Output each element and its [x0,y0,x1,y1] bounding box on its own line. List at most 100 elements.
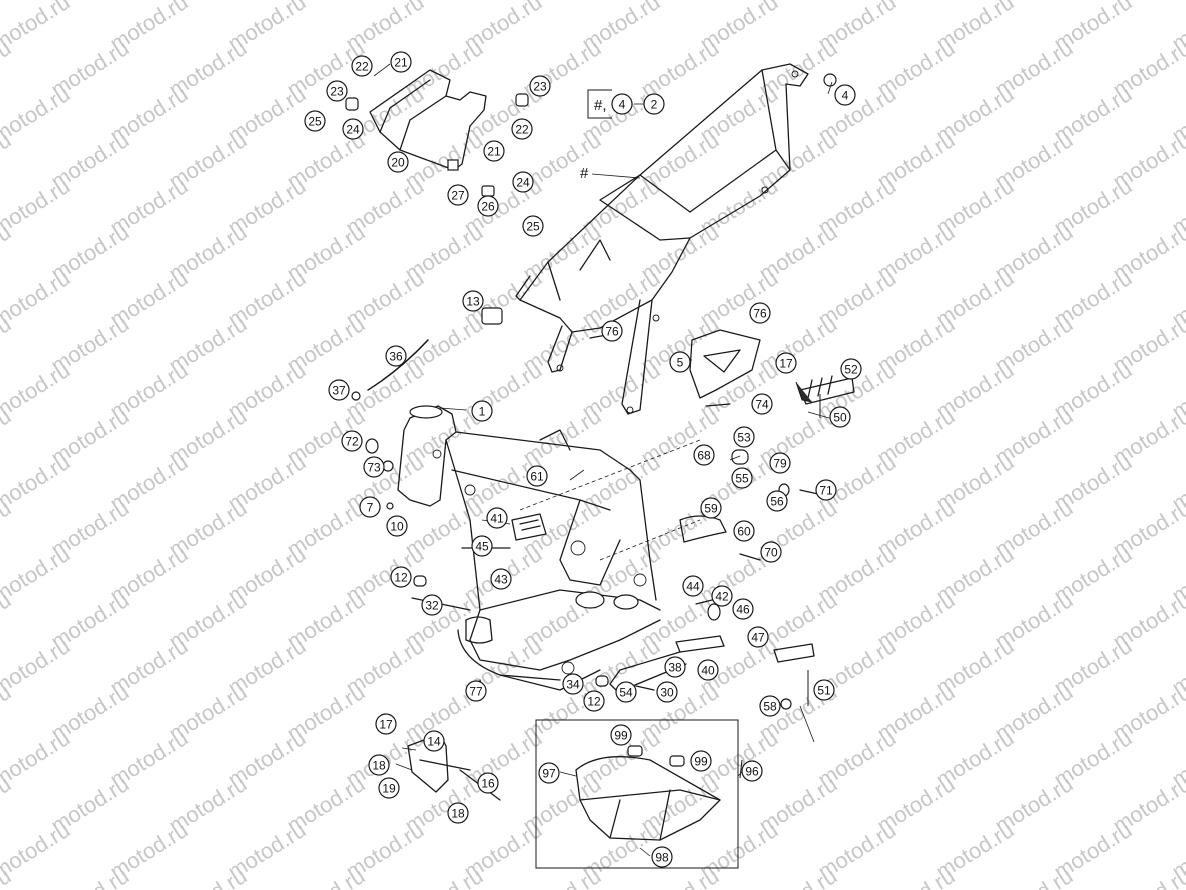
callout-circle [656,681,678,703]
callout-number: 22 [355,60,369,74]
callout-52: 52 [840,358,862,380]
callout-number: 25 [526,220,540,234]
callout-circle [669,351,691,373]
callout-circle [697,659,719,681]
callout-14: 14 [423,730,445,752]
callout-number: 21 [394,56,408,70]
callout-circle [512,171,534,193]
callout-circle [751,393,773,415]
callout-circle [511,118,533,140]
callout-61: 61 [526,465,548,487]
callout-circle [682,575,704,597]
watermark-text: motod.ru [46,863,133,890]
callout-circle [465,680,487,702]
watermark-text: motod.ru [282,863,369,890]
callout-number: 12 [587,695,601,709]
callout-number: 59 [704,502,718,516]
watermark-text: motod.ru [636,863,723,890]
callout-number: 99 [614,729,628,743]
callout-circle [700,497,722,519]
callout-number: 13 [466,295,480,309]
callout-38: 38 [664,656,686,678]
callout-number: 23 [533,80,547,94]
callout-number: 32 [425,599,439,613]
callout-number: 79 [773,457,787,471]
callout-22: 22 [511,118,533,140]
callout-circle [766,490,788,512]
callout-21: 21 [483,140,505,162]
callout-circle [471,535,493,557]
watermark-text: motod.ru [0,541,74,608]
callout-number: 53 [737,431,751,445]
callout-22: 22 [351,55,373,77]
callout-number: 4 [619,98,626,112]
callout-34: 34 [562,673,584,695]
callout-circle [615,681,637,703]
callout-number: 37 [332,384,346,398]
callout-circle [359,496,381,518]
callout-circle [583,690,605,712]
callout-17: 17 [375,713,397,735]
callout-12: 12 [583,690,605,712]
callout-number: 77 [469,685,483,699]
callout-number: 34 [566,678,580,692]
callout-number: 19 [382,782,396,796]
callout-number: 16 [481,777,495,791]
callout-circle [749,302,771,324]
callout-23: 23 [326,80,348,102]
callout-circle [664,656,686,678]
callout-number: 52 [844,363,858,377]
callout-number: 73 [367,461,381,475]
watermark-text: motod.ru [0,357,74,424]
callout-number: 70 [764,546,778,560]
callout-number: 55 [735,472,749,486]
callout-number: 98 [655,851,669,865]
callout-number: 76 [753,307,767,321]
callout-number: 26 [481,200,495,214]
callout-27: 27 [447,184,469,206]
callout-circle [769,452,791,474]
callout-circle [733,520,755,542]
callout-number: 7 [367,501,374,515]
callout-circle [386,515,408,537]
callout-23: 23 [529,75,551,97]
callout-number: 24 [346,123,360,137]
callout-number: 58 [763,700,777,714]
callout-5: 5 [669,351,691,373]
alignment-lines [519,439,701,561]
watermark-text: motod.ru [164,863,251,890]
hash-ref-label: #, [594,97,607,114]
callout-number: 61 [530,470,544,484]
callout-circle [538,762,560,784]
callout-76: 76 [601,320,623,342]
callout-number: 40 [701,664,715,678]
callout-number: 74 [755,398,769,412]
callout-circle [760,541,782,563]
callout-circle [651,846,673,868]
callout-number: 27 [451,189,465,203]
callout-19: 19 [378,777,400,799]
callout-circle [747,626,769,648]
callout-circle [522,215,544,237]
callout-72: 72 [341,430,363,452]
callout-99: 99 [690,750,712,772]
callout-number: 71 [819,484,833,498]
callout-number: 96 [745,765,759,779]
callout-number: 97 [542,767,556,781]
callout-70: 70 [760,541,782,563]
callout-circle [375,713,397,735]
callout-50: 50 [829,406,851,428]
callout-25: 25 [522,215,544,237]
callout-number: 60 [737,525,751,539]
watermark-text: motod.ru [0,633,74,700]
callout-43: 43 [490,568,512,590]
callout-number: 38 [668,661,682,675]
callout-circle [462,290,484,312]
callout-4: 4 [611,93,633,115]
callout-number: 56 [770,495,784,509]
callout-circle [486,507,508,529]
callout-30: 30 [656,681,678,703]
callout-number: 23 [330,85,344,99]
callout-97: 97 [538,762,560,784]
